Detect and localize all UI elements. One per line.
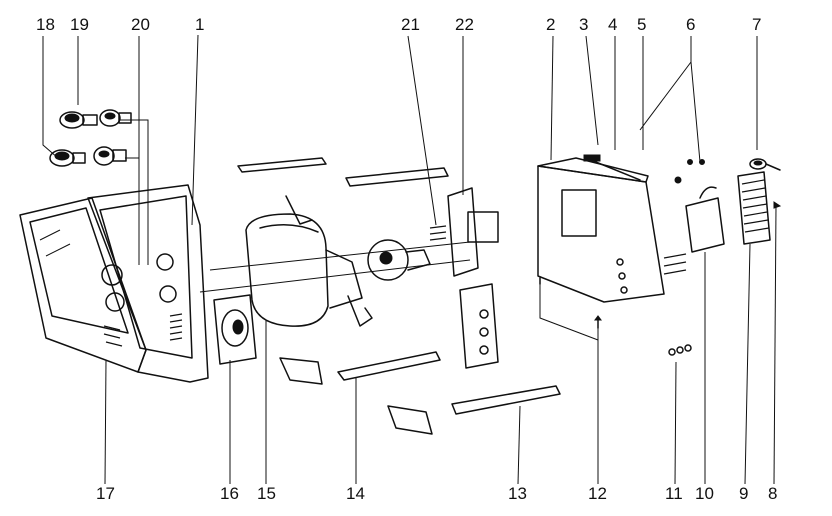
cabinet-screw	[539, 277, 602, 329]
knob-18	[49, 149, 86, 167]
knob-small	[99, 109, 132, 127]
callout-7: 7	[752, 15, 761, 34]
callout-21: 21	[401, 15, 420, 34]
callout-4: 4	[608, 15, 617, 34]
speaker-grille	[737, 171, 771, 245]
callout-11: 11	[665, 484, 683, 503]
callout-13: 13	[508, 484, 527, 503]
leader-8	[773, 205, 777, 485]
callout-9: 9	[739, 484, 748, 503]
callout-19: 19	[70, 15, 89, 34]
knob-shaft	[93, 146, 127, 166]
deflection-yoke	[285, 195, 431, 327]
leader-1	[191, 34, 199, 226]
callout-15: 15	[257, 484, 276, 503]
callout-12: 12	[588, 484, 607, 503]
leader-2	[550, 35, 554, 161]
feet	[668, 344, 692, 356]
earphone-plug	[749, 158, 781, 171]
screws	[674, 159, 705, 184]
leader-3	[585, 35, 599, 146]
leader-20b	[120, 119, 149, 265]
callout-10: 10	[695, 484, 714, 503]
callout-18: 18	[36, 15, 55, 34]
leader-lines	[42, 34, 777, 485]
power-adapter	[685, 186, 725, 253]
leader-18	[42, 36, 59, 159]
speaker	[213, 294, 257, 365]
callout-16: 16	[220, 484, 239, 503]
callout-20: 20	[131, 15, 150, 34]
callout-1: 1	[195, 15, 204, 34]
circuit-board	[429, 187, 499, 277]
callout-3: 3	[579, 15, 588, 34]
leader-13	[517, 405, 521, 485]
screen-window	[19, 197, 147, 373]
callout-22: 22	[455, 15, 474, 34]
leader-17	[104, 359, 107, 485]
leader-6	[690, 36, 701, 163]
bracket-upper-left	[237, 157, 449, 187]
leader-11	[674, 361, 677, 485]
mount-plate	[459, 283, 499, 369]
leader-21	[407, 35, 437, 226]
leader-9	[744, 243, 751, 485]
leader-12b	[539, 276, 599, 341]
knob-large	[59, 111, 98, 129]
callout-8: 8	[768, 484, 777, 503]
picture-tube	[199, 213, 471, 327]
cabinet	[537, 157, 687, 303]
callout-labels: 1 2 3 4 5 6 7 8 9 10 11 12 13 14 15 16 1…	[36, 15, 777, 503]
earphone-tip	[773, 201, 782, 209]
callout-17: 17	[96, 484, 115, 503]
bracket-long	[279, 351, 441, 385]
bracket-long-lower	[387, 385, 561, 435]
front-mask	[87, 184, 209, 383]
antenna-rod	[583, 154, 641, 181]
callout-2: 2	[546, 15, 555, 34]
callout-5: 5	[637, 15, 646, 34]
leader-6b	[639, 61, 692, 131]
callout-14: 14	[346, 484, 365, 503]
callout-6: 6	[686, 15, 695, 34]
